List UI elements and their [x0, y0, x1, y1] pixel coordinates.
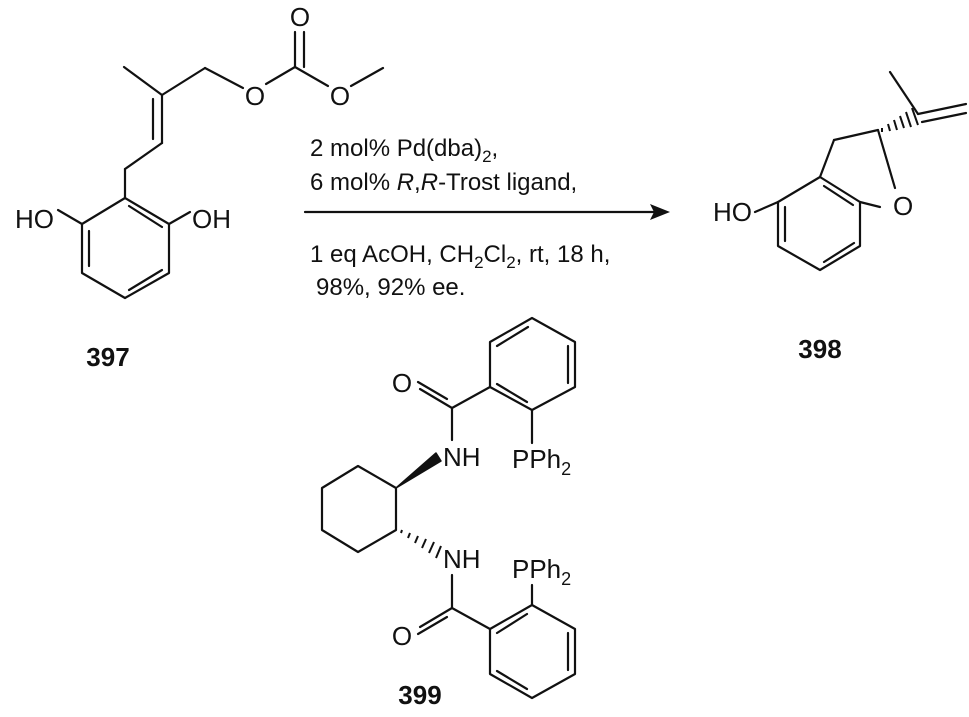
atom-label-398-ring-o: O: [893, 191, 913, 221]
atom-label-399-nh-bottom: NH: [443, 544, 481, 574]
atom-label-397-methoxy-o: O: [330, 81, 350, 111]
atom-label-399-nh-top: NH: [443, 442, 481, 472]
compound-number-399: 399: [398, 680, 441, 710]
atom-label-398-ho: HO: [713, 197, 752, 227]
atom-label-399-o-top: O: [392, 368, 412, 398]
conditions-line-3: 1 eq AcOH, CH2Cl2, rt, 18 h,: [310, 241, 610, 272]
compound-398-structure: [753, 70, 968, 272]
compound-399-structure: [320, 316, 577, 700]
atom-label-399-pph2-bottom: PPh2: [512, 554, 571, 589]
reaction-arrow: [303, 204, 670, 220]
atom-label-397-carbonyl-o: O: [290, 2, 310, 32]
atom-label-397-ether-o: O: [245, 81, 265, 111]
conditions-line-4: 98%, 92% ee.: [316, 274, 465, 301]
atom-label-399-pph2-top: PPh2: [512, 444, 571, 479]
atom-label-397-oh: OH: [192, 204, 231, 234]
conditions-line-2: 6 mol% R,R-Trost ligand,: [310, 169, 577, 196]
conditions-line-1: 2 mol% Pd(dba)2,: [310, 135, 498, 166]
compound-number-398: 398: [798, 334, 841, 364]
atom-label-397-ho: HO: [15, 204, 54, 234]
compound-397-structure: [56, 30, 385, 300]
compound-number-397: 397: [86, 342, 129, 372]
atom-label-399-o-bottom: O: [392, 621, 412, 651]
